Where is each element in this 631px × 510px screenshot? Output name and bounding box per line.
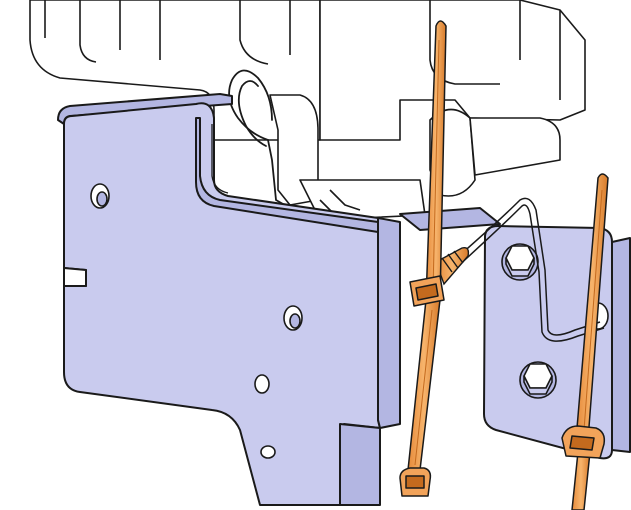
cotter-pin-icon	[228, 69, 284, 205]
housing-upper-block	[29, 0, 321, 141]
hole-lower-icon	[254, 374, 270, 394]
bracket-holes	[90, 183, 303, 459]
mounting-bracket-icon	[57, 93, 401, 506]
wire-icon	[451, 197, 605, 342]
hole-upper-left-icon	[90, 183, 110, 209]
push-mount-anchor-icon	[435, 246, 470, 286]
right-link	[469, 117, 561, 176]
linkage-arm	[269, 94, 319, 206]
housing-ribs	[44, 0, 291, 65]
hole-center-icon	[283, 305, 303, 331]
hex-bolt-upper-icon	[501, 243, 539, 281]
hole-tab-icon	[260, 445, 276, 459]
cable-tie-right-icon	[561, 173, 609, 510]
hex-bolt-lower-icon	[519, 361, 557, 399]
cable-tie-left-icon	[399, 20, 447, 497]
